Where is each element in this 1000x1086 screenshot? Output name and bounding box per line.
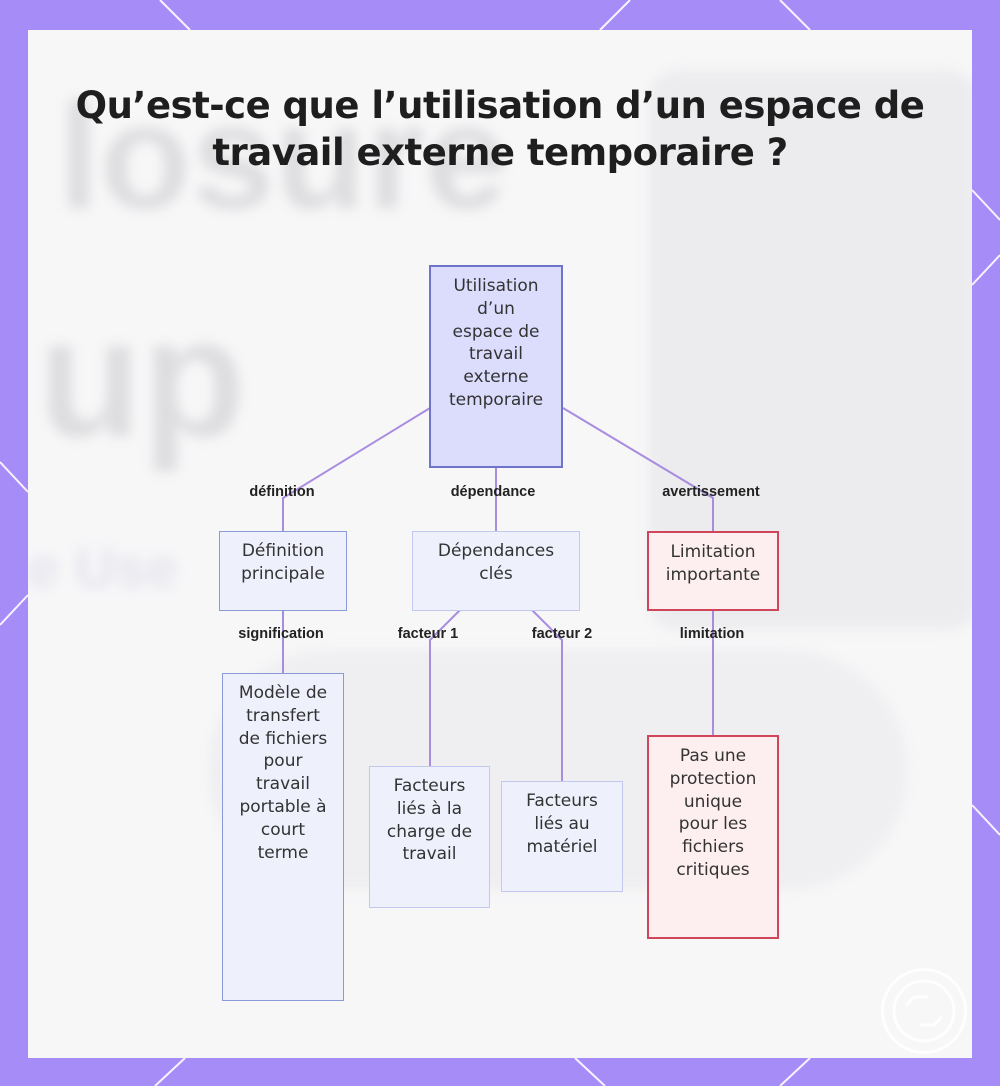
node-model: Modèle de transfert de fichiers pour tra… [222,673,344,1001]
edge-label-definition: définition [249,484,315,500]
node-root-label: Utilisation d’un espace de travail exter… [448,276,544,410]
node-definition: Définition principale [219,531,347,611]
node-hardware: Facteurs liés au matériel [501,781,623,892]
edge-label-limitation: limitation [679,626,745,642]
edge-facteur2 [531,609,563,781]
node-definition-label: Définition principale [241,541,325,584]
node-workload: Facteurs liés à la charge de travail [369,766,490,908]
logo-badge-icon [881,968,967,1054]
edge-facteur1 [429,609,461,766]
node-not-unique: Pas une protection unique pour les fichi… [647,735,779,939]
edge-label-dependance: dépendance [450,484,536,500]
node-limitation-label: Limitation importante [665,542,761,585]
background-word: up [38,283,246,473]
edge-label-facteur2: facteur 2 [531,626,593,642]
node-workload-label: Facteurs liés à la charge de travail [386,776,473,865]
edge-label-facteur1: facteur 1 [397,626,459,642]
edge-avertissement [562,407,714,531]
node-not-unique-label: Pas une protection unique pour les fichi… [669,746,757,880]
node-model-label: Modèle de transfert de fichiers pour tra… [238,683,328,863]
node-root: Utilisation d’un espace de travail exter… [429,265,563,468]
node-limitation: Limitation importante [647,531,779,611]
background-word: losure [58,72,509,240]
node-dependencies-label: Dépendances clés [437,541,555,584]
page-title: Qu’est-ce que l’utilisation d’un espace … [75,84,925,174]
node-dependencies: Dépendances clés [412,531,580,611]
background-word: e Use [28,536,178,599]
edge-definition [282,407,431,531]
edge-label-signification: signification [238,626,324,642]
edge-label-avertissement: avertissement [662,484,760,500]
node-hardware-label: Facteurs liés au matériel [526,791,598,857]
